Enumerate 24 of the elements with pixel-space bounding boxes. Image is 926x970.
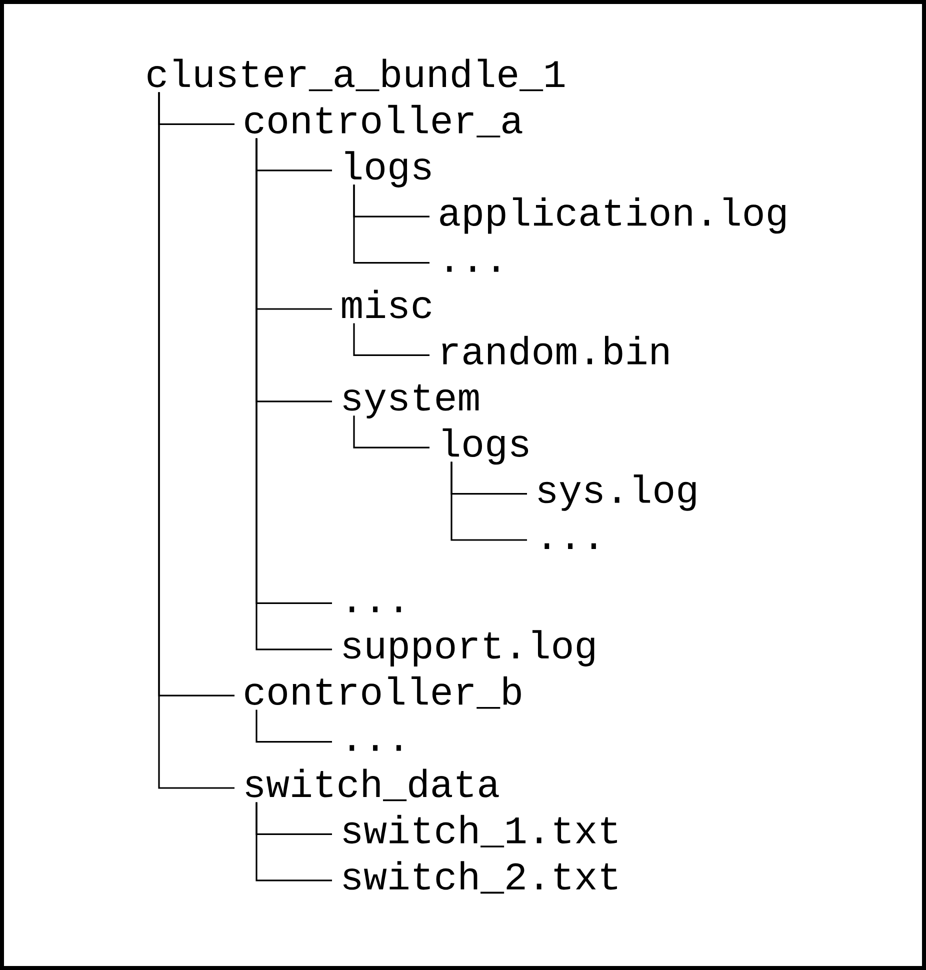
tree-item: cluster_a_bundle_1 [148, 58, 564, 92]
tree-line [256, 802, 332, 882]
tree-item: controller_b [245, 676, 521, 709]
tree-item: controller_a [245, 104, 522, 138]
tree-item: system [343, 384, 479, 418]
tree-item: logs [345, 151, 431, 188]
tree-item: switch_1.txt [343, 814, 617, 848]
tree-item: ... [544, 543, 596, 549]
tree-item: random.bin [442, 336, 668, 365]
tree-item: ... [447, 266, 498, 272]
tree-line [353, 416, 430, 448]
tree-item: ... [350, 745, 401, 751]
tree-item: support.log [343, 630, 594, 666]
tree-item: ... [350, 606, 401, 612]
tree-item: sys.log [538, 474, 696, 511]
tree-line [353, 323, 430, 356]
tree-item: misc [342, 290, 431, 318]
tree-item: application.log [440, 197, 786, 234]
tree-line [450, 462, 527, 541]
tree-item: logs [442, 428, 528, 465]
tree-item: switch_data [246, 768, 499, 802]
tree-item: switch_2.txt [343, 861, 617, 894]
tree-line [353, 184, 430, 264]
tree-line [256, 710, 332, 743]
